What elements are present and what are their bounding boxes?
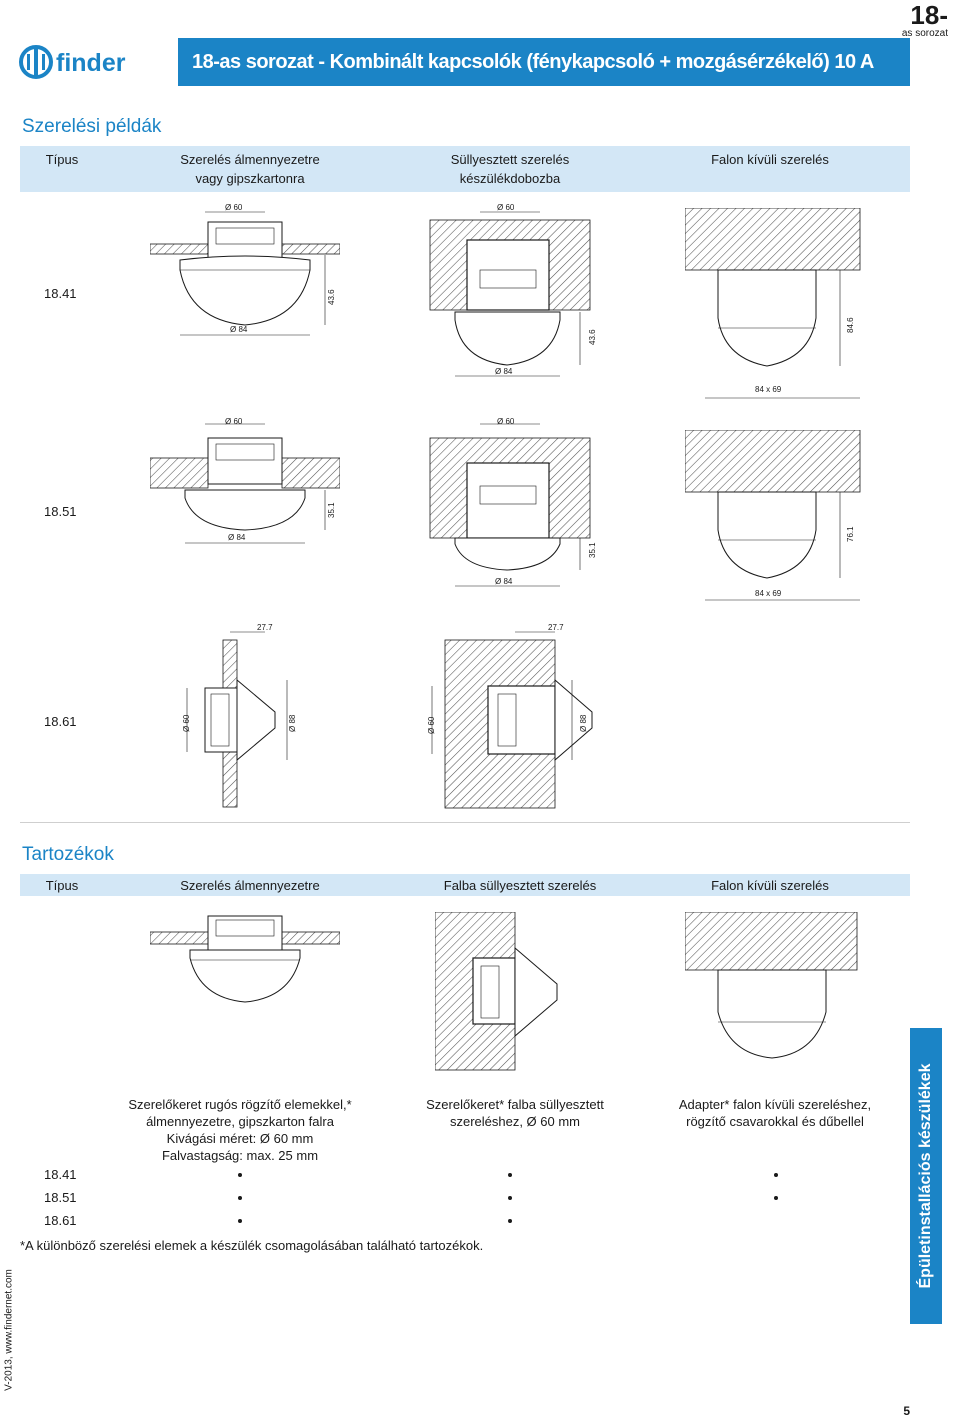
page-title: 18-as sorozat - Kombinált kapcsolók (fén… [178,38,910,86]
column-ceiling-line2: vagy gipszkartonra [195,171,305,186]
row-type-18-61: 18.61 [44,714,77,729]
column-flush-line1: Süllyesztett szerelés [450,152,570,167]
page-number: 5 [903,1404,910,1418]
dim-depth: 27.7 [548,623,564,632]
diagram-accessory-ceiling-frame [150,915,340,1003]
column-type: Típus [45,152,79,167]
column-surface: Falon kívüli szerelés [711,152,829,167]
diagram-accessory-flush-frame [435,912,558,1071]
description-line: Szerelőkeret rugós rögzítő elemekkel,* [128,1097,352,1112]
dim-height: 43.6 [588,329,597,345]
section-divider [20,822,910,823]
availability-dot-ceiling [238,1173,242,1177]
diagram-18-51-ceiling: Ø 60 Ø 84 35.1 [150,418,340,544]
dim-bottom-dia: Ø 84 [495,577,513,586]
dim-height: 35.1 [588,542,597,558]
dim-height: 35.1 [327,502,336,518]
column-flush: Falba süllyesztett szerelés [443,878,597,893]
row-type-18-41: 18.41 [44,286,77,301]
description-surface: Adapter* falon kívüli szereléshez, rögzí… [640,1096,910,1130]
description-line: Falvastagság: max. 25 mm [161,1148,319,1163]
accessory-row-18-61: 18.61 [44,1213,77,1228]
availability-dot-surface [774,1173,778,1177]
accessory-row-18-51: 18.51 [44,1190,77,1205]
dim-top-dia: Ø 60 [225,203,243,212]
description-line: Adapter* falon kívüli szereléshez, [678,1097,872,1112]
installation-section-title: Szerelési példák [22,116,162,137]
dim-inner-dia: Ø 60 [182,714,191,732]
availability-dot-ceiling [238,1219,242,1223]
brand-name: finder [56,49,126,77]
accessories-header-row: Típus Szerelés álmennyezetre Falba sülly… [20,874,910,896]
dim-size: 84 x 69 [755,589,782,598]
description-line: szereléshez, Ø 60 mm [449,1114,581,1129]
accessories-section-title: Tartozékok [22,844,114,865]
diagram-18-41-surface: 84 x 69 84.6 [685,208,861,399]
description-ceiling: Szerelőkeret rugós rögzítő elemekkel,* á… [105,1096,375,1164]
availability-dot-flush [508,1173,512,1177]
description-line: rögzítő csavarokkal és dűbellel [686,1114,864,1129]
dim-height: 43.6 [327,289,336,305]
dim-height: 84.6 [846,317,855,333]
dim-bottom-dia: Ø 84 [228,533,246,542]
dim-outer-dia: Ø 88 [579,714,588,732]
diagram-18-41-ceiling: Ø 60 Ø 84 43.6 [150,203,340,336]
description-line: álmennyezetre, gipszkarton falra [146,1114,334,1129]
dim-top-dia: Ø 60 [225,418,243,426]
availability-dot-ceiling [238,1196,242,1200]
installation-header-row: Típus Szerelés álmennyezetre vagy gipszk… [20,146,910,192]
column-surface: Falon kívüli szerelés [711,878,829,893]
accessory-row-18-41: 18.41 [44,1167,77,1182]
dim-top-dia: Ø 60 [497,203,515,212]
finder-logo: finder [19,45,126,79]
footnote: *A különböző szerelési elemek a készülék… [20,1238,484,1253]
availability-dot-surface [774,1196,778,1200]
dim-depth: 27.7 [257,623,273,632]
diagram-18-61-ceiling: 27.7 Ø 60 Ø 88 [182,623,297,808]
diagram-18-51-flush: Ø 60 Ø 84 35.1 [429,418,597,587]
dim-size: 84 x 69 [755,385,782,394]
row-type-18-51: 18.51 [44,504,77,519]
description-line: Szerelőkeret* falba süllyesztett [426,1097,604,1112]
description-line: Kivágási méret: Ø 60 mm [166,1131,314,1146]
diagram-18-41-flush: Ø 60 Ø 84 43.6 [429,203,597,377]
side-category-tab [910,1028,942,1324]
description-flush: Szerelőkeret* falba süllyesztett szerelé… [380,1096,650,1130]
dim-top-dia: Ø 60 [497,418,515,426]
dim-inner-dia: Ø 60 [427,716,436,734]
series-number: 18- [910,0,948,30]
diagram-18-51-surface: 84 x 69 76.1 [685,430,861,601]
availability-dot-flush [508,1196,512,1200]
dim-bottom-dia: Ø 84 [495,367,513,376]
column-type: Típus [45,878,79,893]
column-flush-line2: készülékdobozba [459,171,561,186]
side-category-label: Épületinstallációs készülékek [917,1063,934,1289]
column-ceiling: Szerelés álmennyezetre [180,878,320,893]
edition-note: V-2013, www.findernet.com [3,1269,15,1391]
dim-height: 76.1 [846,526,855,542]
diagram-18-61-flush: 27.7 Ø 60 Ø 88 [427,623,593,809]
dim-bottom-dia: Ø 84 [230,325,248,334]
series-caption: as sorozat [901,28,948,39]
diagram-accessory-surface-adapter [685,912,858,1059]
availability-dot-flush [508,1219,512,1223]
dim-outer-dia: Ø 88 [288,714,297,732]
column-ceiling-line1: Szerelés álmennyezetre [180,152,320,167]
